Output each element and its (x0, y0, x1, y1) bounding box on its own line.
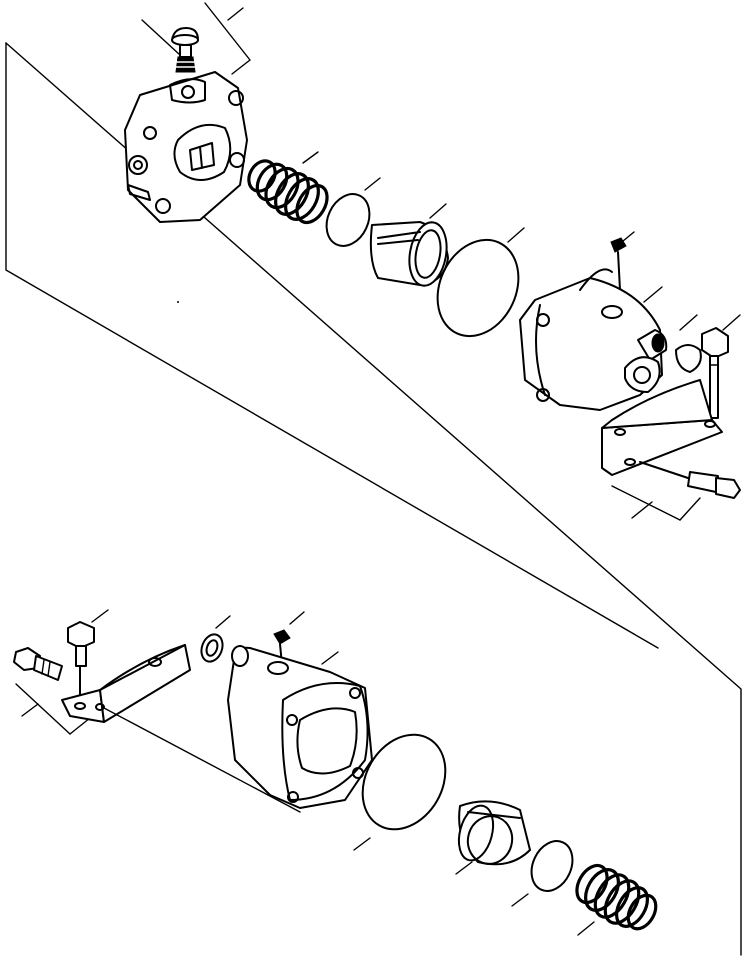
o-ring-large-lower (361, 733, 447, 831)
bracket-bolt-upper (639, 461, 741, 499)
plug-upper (675, 344, 702, 373)
bracket-upper (601, 379, 723, 476)
grease-fitting (171, 27, 199, 73)
upper-assembly (124, 2, 741, 521)
spring-upper (247, 159, 329, 225)
bracket-lower (61, 644, 301, 813)
spring-lower (575, 863, 658, 931)
upper-leader-lines (141, 2, 741, 521)
piston-lower (457, 800, 531, 866)
bracket-bolt-lower (13, 647, 63, 681)
panel-outline (5, 42, 742, 956)
o-ring-large-upper (436, 238, 520, 338)
o-ring-small-lower (530, 840, 574, 892)
stray-dot (177, 301, 179, 303)
valve-body-upper (124, 71, 248, 223)
lower-assembly (13, 609, 658, 936)
o-ring-small-upper (325, 193, 371, 247)
lower-leader-lines (15, 609, 595, 936)
seal-ring-lower (200, 633, 224, 663)
bolt-lower (67, 621, 95, 701)
cylinder-housing-upper (519, 268, 668, 411)
piston-upper (369, 221, 449, 287)
cylinder-housing-lower (227, 645, 373, 809)
housing-top-bolt-lower (273, 629, 291, 666)
housing-top-bolt-upper (610, 237, 627, 291)
bolt-upper (701, 327, 729, 419)
